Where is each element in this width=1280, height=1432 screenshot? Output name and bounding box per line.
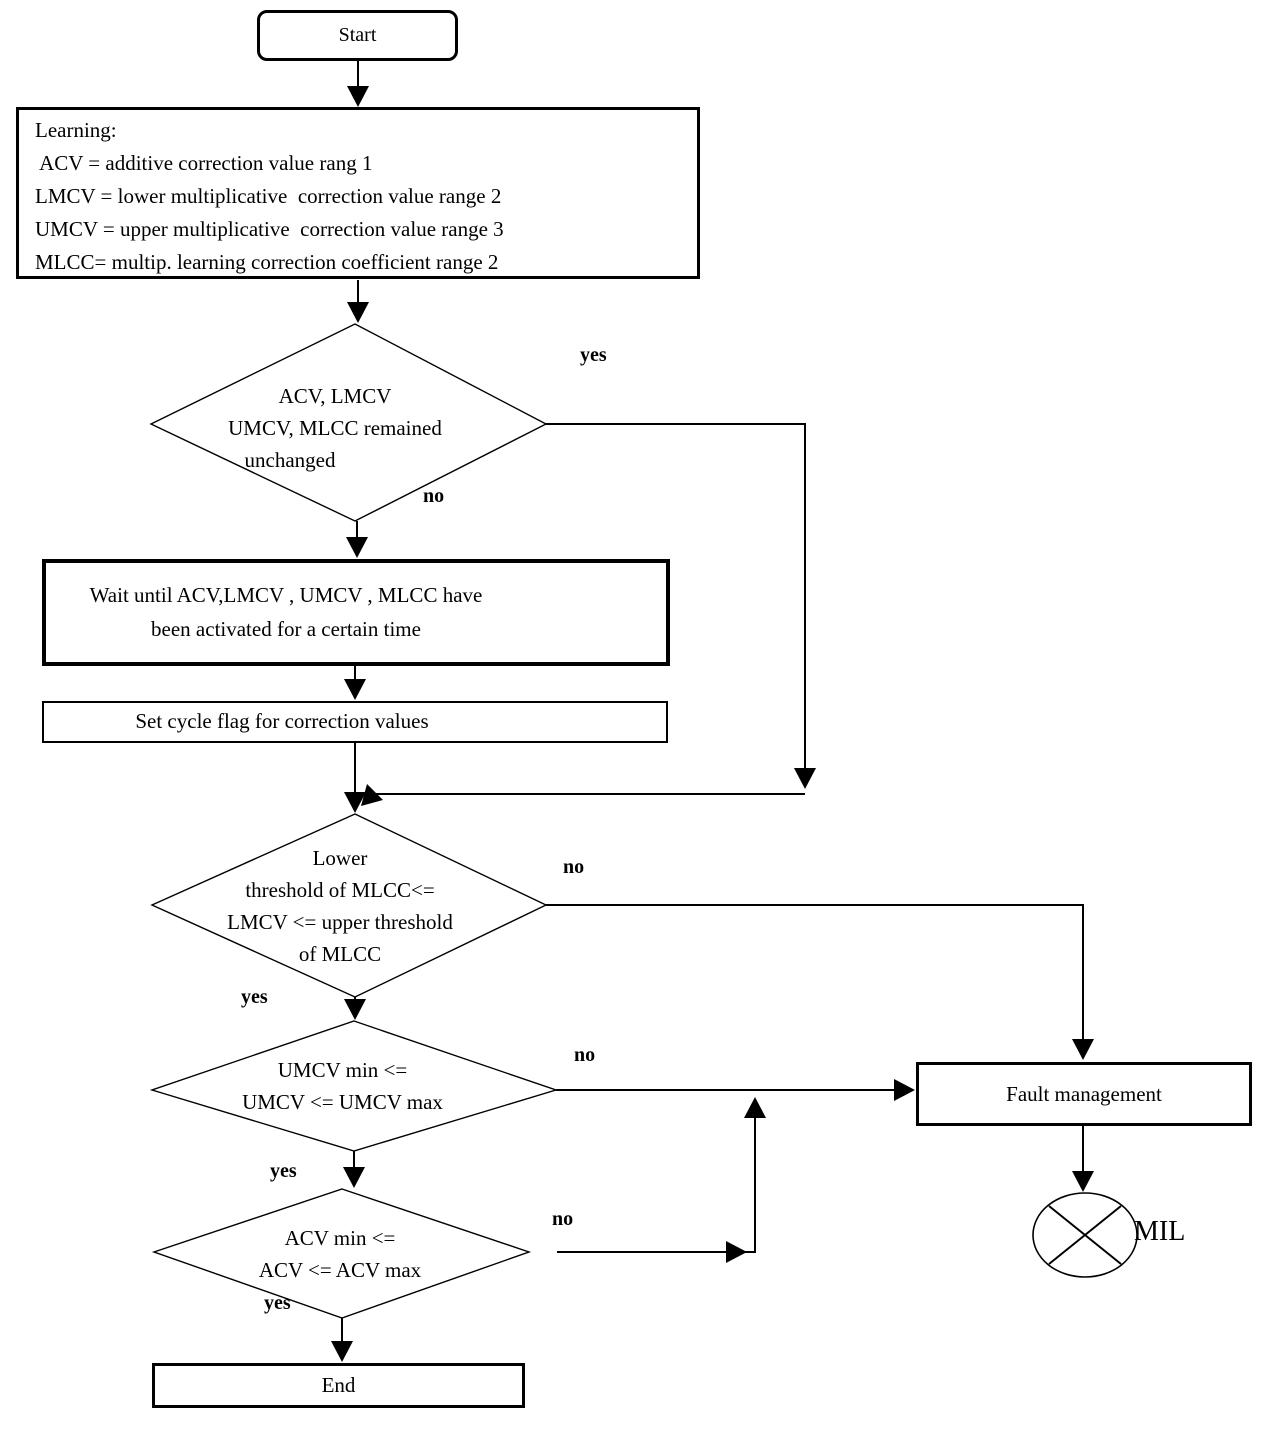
wait-node: Wait until ACV,LMCV , UMCV , MLCC have b… xyxy=(42,559,670,666)
start-label: Start xyxy=(338,24,377,46)
edge-acv-yes-end xyxy=(331,1318,353,1362)
learning-node: Learning: ACV = additive correction valu… xyxy=(16,107,700,279)
learning-line-1: Learning: xyxy=(35,118,117,142)
decision-unchanged-line-3: unchanged xyxy=(244,448,336,472)
decision-mlcc-text: Lower threshold of MLCC<= LMCV <= upper … xyxy=(180,842,500,970)
edge-setcycleflag-decision-mlcc xyxy=(344,743,366,813)
decision-umcv-line-1: UMCV min <= xyxy=(277,1058,408,1082)
decision-unchanged-text: ACV, LMCV UMCV, MLCC remained unchanged xyxy=(185,380,485,476)
edge-label-unchanged-no: no xyxy=(423,485,445,507)
edge-fault-mil xyxy=(1072,1126,1094,1192)
decision-unchanged-shape xyxy=(149,323,548,522)
decision-umcv-text: UMCV min <= UMCV <= UMCV max xyxy=(190,1054,495,1118)
edge-mlcc-yes-umcv xyxy=(344,997,366,1020)
edge-label-acv-no: no xyxy=(552,1208,574,1230)
edge-acv-no-join xyxy=(557,1097,766,1263)
edge-unchanged-no-wait xyxy=(346,521,368,558)
decision-mlcc-line-4: of MLCC xyxy=(298,942,382,966)
edge-start-learning xyxy=(347,61,369,107)
learning-line-3: LMCV = lower multiplicative correction v… xyxy=(35,184,502,208)
decision-umcv-line-2: UMCV <= UMCV max xyxy=(242,1090,443,1114)
end-label: End xyxy=(321,1373,356,1397)
decision-unchanged-line-2: UMCV, MLCC remained xyxy=(228,416,442,440)
mil-label: MIL xyxy=(1134,1216,1186,1247)
decision-mlcc-line-1: Lower xyxy=(312,846,368,870)
wait-line-2: been activated for a certain time xyxy=(151,617,421,641)
learning-line-4: UMCV = upper multiplicative correction v… xyxy=(35,217,504,241)
decision-acv-line-1: ACV min <= xyxy=(284,1226,396,1250)
edge-label-mlcc-yes: yes xyxy=(241,986,268,1008)
edge-umcv-no-fault xyxy=(556,1079,915,1101)
decision-umcv-shape xyxy=(149,1020,559,1152)
mil-indicator-icon xyxy=(1032,1192,1138,1278)
edge-umcv-yes-acv xyxy=(343,1151,365,1188)
decision-mlcc-shape xyxy=(150,813,548,998)
decision-acv-shape xyxy=(151,1188,532,1319)
decision-unchanged-line-1: ACV, LMCV xyxy=(278,384,392,408)
edge-label-unchanged-yes: yes xyxy=(580,344,607,366)
edge-label-mlcc-no: no xyxy=(563,856,585,878)
decision-mlcc-line-3: LMCV <= upper threshold xyxy=(227,910,453,934)
set-cycle-flag-label: Set cycle flag for correction values xyxy=(135,709,429,733)
decision-mlcc-line-2: threshold of MLCC<= xyxy=(245,878,435,902)
start-node: Start xyxy=(257,10,458,61)
edge-unchanged-yes-return xyxy=(361,423,816,806)
edge-wait-setcycleflag xyxy=(344,666,366,700)
learning-line-5: MLCC= multip. learning correction coeffi… xyxy=(35,250,499,274)
edge-mlcc-no-fault xyxy=(546,904,1094,1060)
set-cycle-flag-node: Set cycle flag for correction values xyxy=(42,701,668,743)
wait-line-1: Wait until ACV,LMCV , UMCV , MLCC have xyxy=(89,583,483,607)
edge-label-umcv-yes: yes xyxy=(270,1160,297,1182)
fault-management-node: Fault management xyxy=(916,1062,1252,1126)
edge-label-umcv-no: no xyxy=(574,1044,596,1066)
learning-line-2: ACV = additive correction value rang 1 xyxy=(35,151,373,175)
fault-management-label: Fault management xyxy=(1006,1081,1162,1106)
edge-learning-decision-unchanged xyxy=(347,280,369,323)
decision-acv-line-2: ACV <= ACV max xyxy=(258,1258,422,1282)
edge-label-acv-yes: yes xyxy=(264,1292,291,1314)
end-node: End xyxy=(152,1363,525,1408)
decision-acv-text: ACV min <= ACV <= ACV max xyxy=(190,1222,490,1286)
